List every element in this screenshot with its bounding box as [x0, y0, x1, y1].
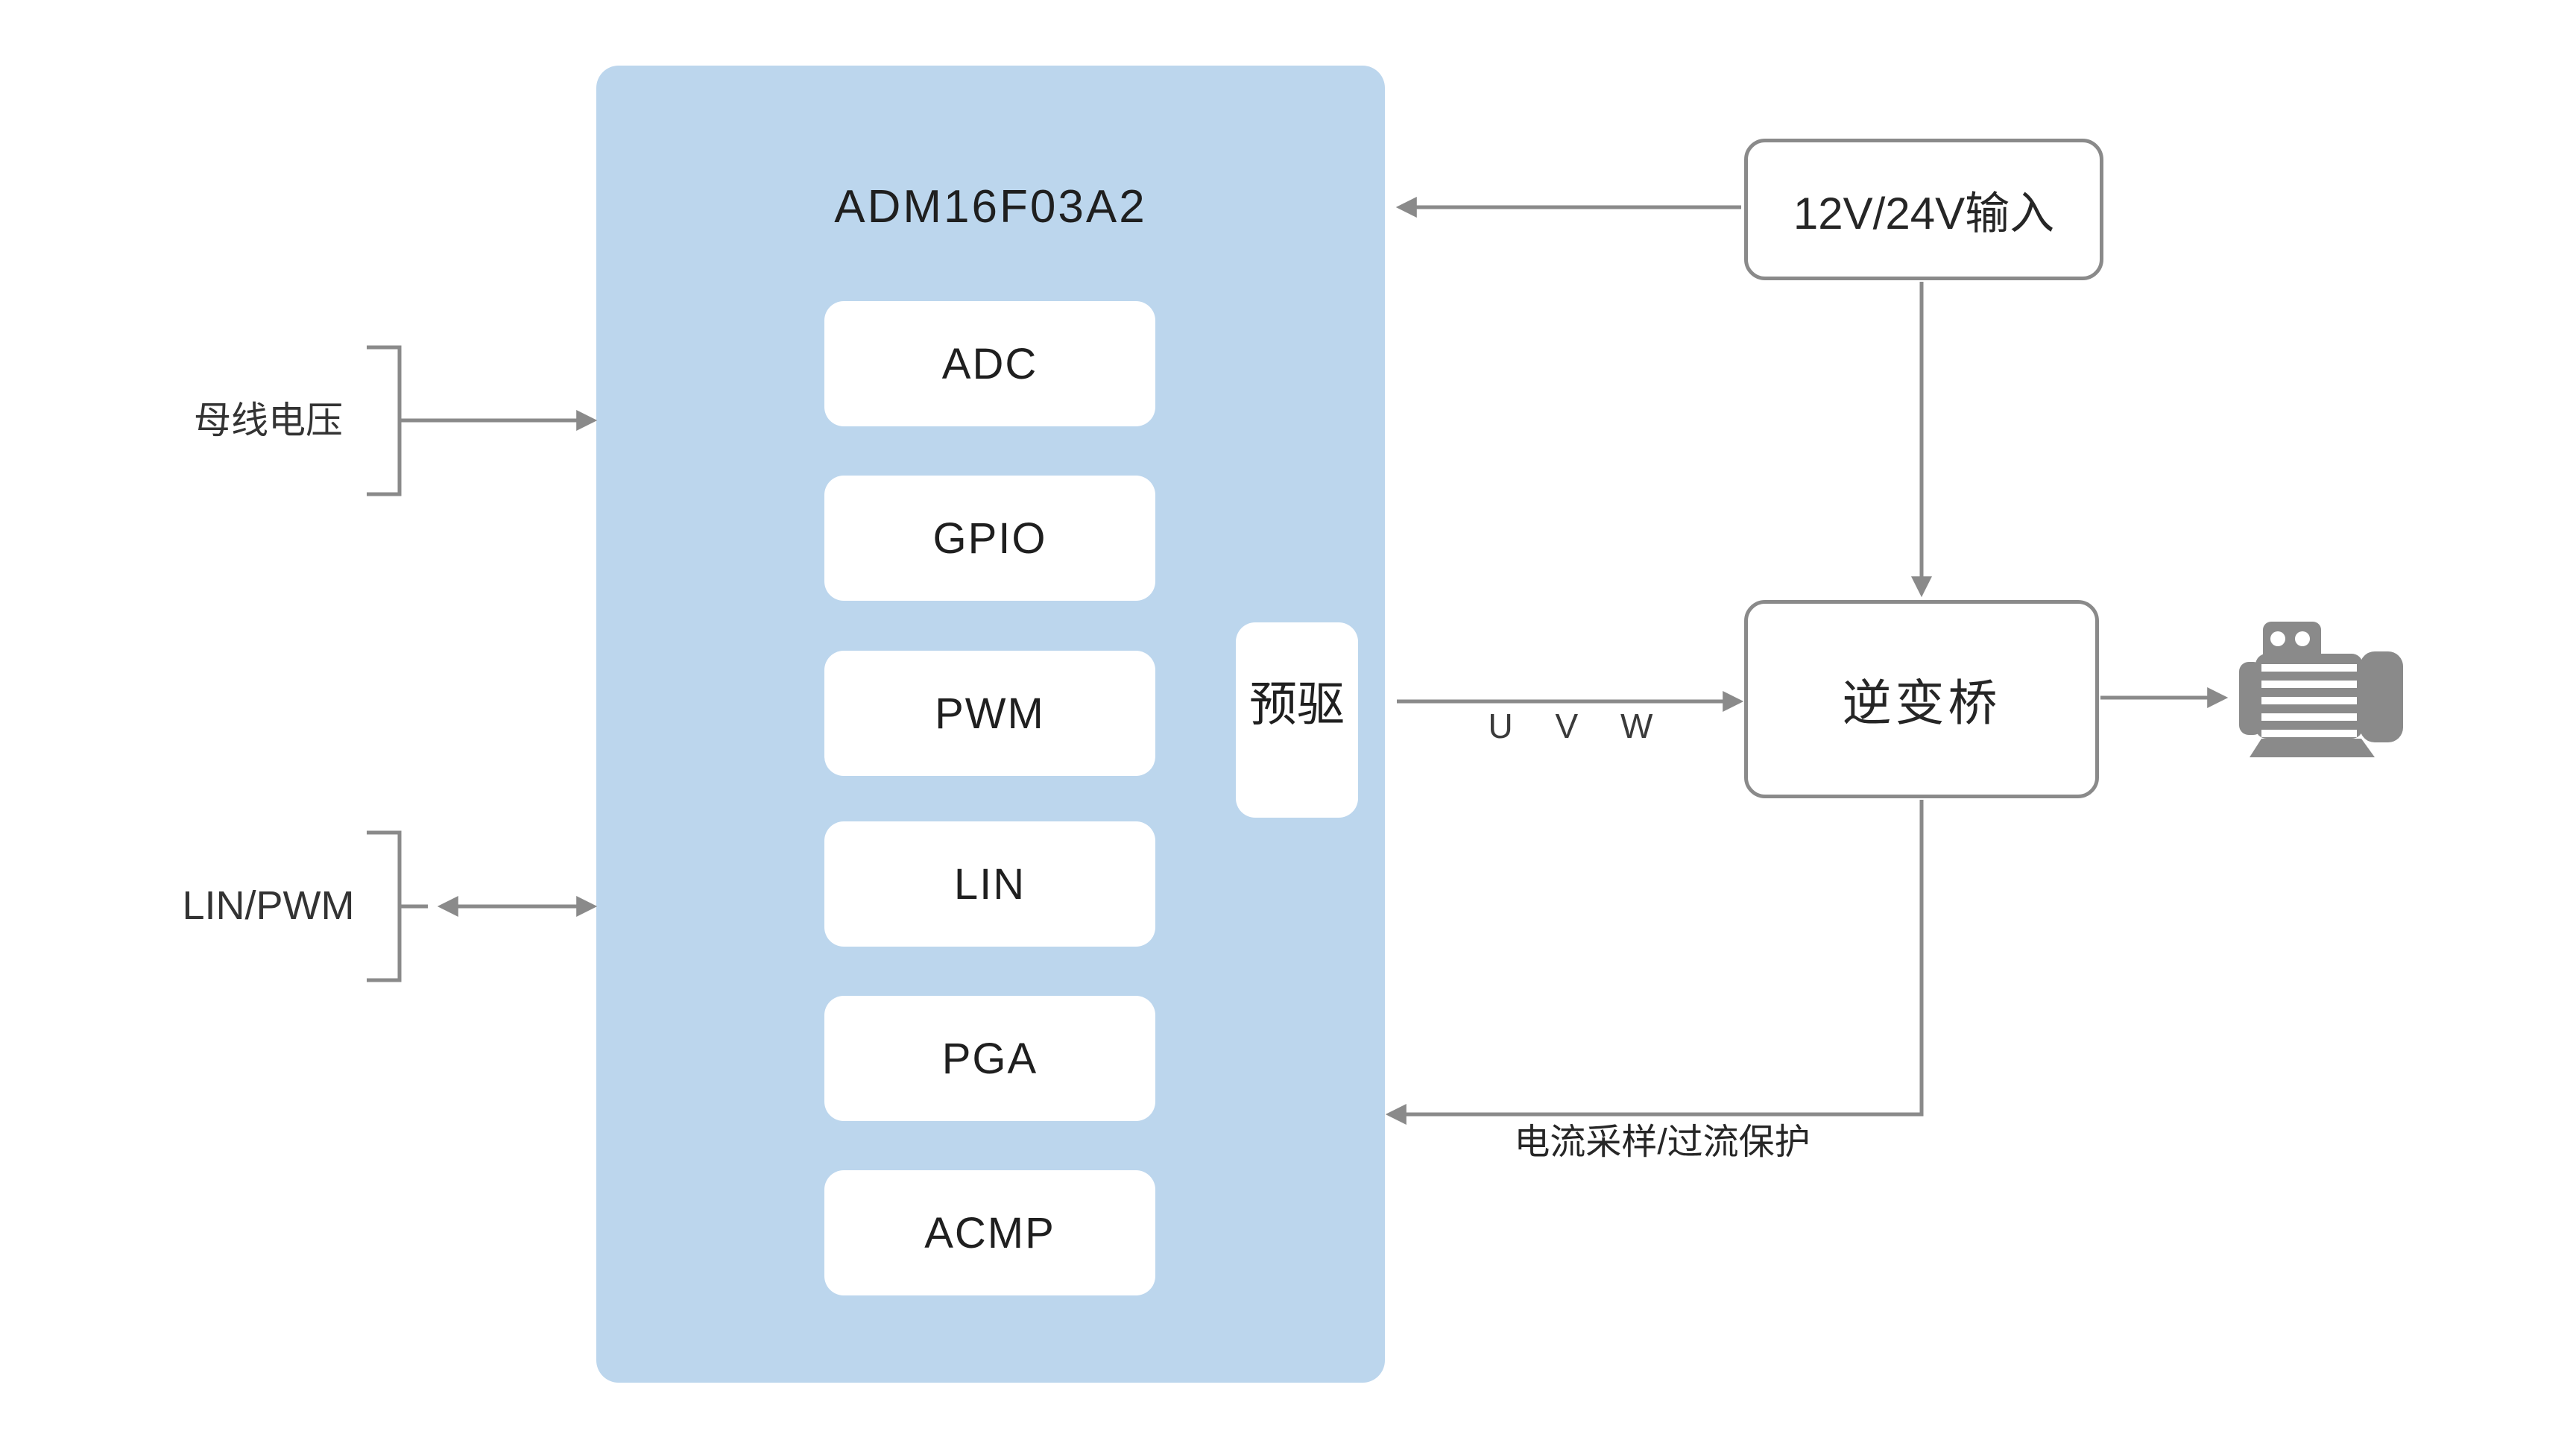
module-block-adc: ADC — [824, 301, 1155, 426]
module-block-gpio: GPIO — [824, 476, 1155, 601]
lin-pwm-label: LIN/PWM — [182, 883, 355, 928]
motor-icon — [2239, 622, 2403, 757]
inverter-bridge-label: 逆变桥 — [1842, 675, 2001, 730]
module-block-pwm: PWM — [824, 651, 1155, 776]
module-block-lin: LIN — [824, 821, 1155, 947]
predriver-label: 预驱 — [1249, 678, 1345, 731]
module-block-pga: PGA — [824, 996, 1155, 1121]
uvw-signal-label: U V W — [1488, 707, 1670, 745]
module-label: ACMP — [924, 1208, 1055, 1257]
module-block-acmp: ACMP — [824, 1170, 1155, 1295]
inverter-bridge-box: 逆变桥 — [1744, 600, 2099, 798]
power-input-box: 12V/24V输入 — [1744, 139, 2103, 280]
current-feedback-arrow — [1385, 800, 1924, 1125]
module-label: GPIO — [932, 514, 1047, 563]
module-label: ADC — [941, 339, 1038, 388]
module-label: PWM — [935, 689, 1045, 738]
module-label: LIN — [953, 859, 1026, 909]
power-input-label: 12V/24V输入 — [1793, 188, 2055, 239]
module-label: PGA — [941, 1034, 1038, 1083]
chip-title: ADM16F03A2 — [834, 181, 1147, 233]
bus-voltage-label: 母线电压 — [194, 400, 343, 441]
predriver-block: 预驱 — [1236, 622, 1358, 818]
lin-pwm-bracket — [367, 830, 428, 982]
bus-voltage-bracket — [367, 345, 402, 496]
current-feedback-label: 电流采样/过流保护 — [1514, 1123, 1811, 1162]
